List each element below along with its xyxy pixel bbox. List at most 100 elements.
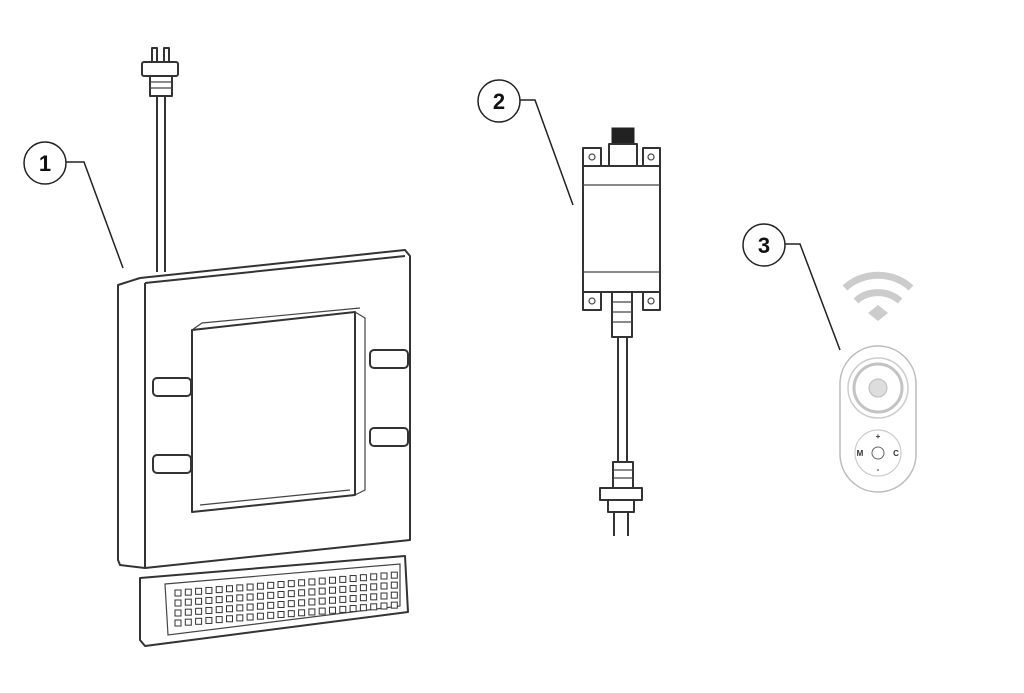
grille-slot — [195, 587, 203, 595]
grille-slot — [329, 606, 336, 614]
grille-slot — [339, 605, 347, 613]
grille-slot — [359, 594, 367, 602]
grille-slot — [184, 588, 192, 596]
grille-slot — [370, 603, 378, 611]
grille-slot — [308, 588, 316, 596]
grille-slot — [277, 581, 285, 588]
grille-slot — [246, 613, 254, 621]
grille-slot — [174, 599, 182, 607]
remote-mode-key[interactable]: M — [857, 449, 864, 458]
grille-slot — [205, 616, 213, 624]
grille-slot — [215, 606, 223, 614]
callout-3-label: 3 — [758, 233, 770, 258]
grille-slot — [318, 607, 326, 615]
grille-slot — [318, 597, 326, 605]
grille-slot — [174, 609, 182, 617]
callout-2-label: 2 — [493, 89, 505, 114]
grille-slot — [287, 600, 295, 608]
grille-slot — [184, 608, 192, 616]
grille-slot — [287, 610, 295, 618]
grille-slot — [359, 584, 367, 592]
grille-slot — [267, 581, 275, 589]
callout-1: 1 — [23, 141, 124, 269]
grille-slot — [298, 599, 306, 607]
remote-plus-key[interactable]: + — [876, 432, 881, 441]
grille-slot — [359, 604, 367, 612]
power-adapter — [582, 127, 661, 536]
grille-slot — [236, 594, 244, 602]
grille-slot — [226, 585, 233, 593]
grille-slot — [329, 596, 336, 604]
grille-slot — [390, 601, 398, 609]
grille-slot — [339, 575, 347, 583]
grille-slot — [339, 585, 347, 593]
grille-slot — [329, 586, 336, 594]
grille-slot — [256, 612, 264, 620]
grille-slot — [215, 596, 223, 604]
grille-slot — [184, 598, 192, 606]
grille-slot — [236, 604, 244, 612]
grille-slot — [246, 603, 254, 611]
wall-frame-unit — [117, 47, 411, 647]
grille-slot — [256, 592, 264, 600]
remote-color-key[interactable]: C — [893, 449, 899, 458]
callout-3: 3 — [742, 223, 841, 351]
frame-cable-plug — [141, 47, 179, 272]
grille-slot — [226, 605, 233, 613]
grille-slot — [339, 595, 347, 603]
grille-slot — [205, 586, 213, 594]
wireless-signal-icon — [842, 271, 914, 321]
grille-slot — [370, 573, 378, 581]
grille-slot — [205, 596, 213, 604]
mounting-clips — [152, 349, 409, 474]
grille-slot — [246, 593, 254, 601]
grille-slot — [298, 579, 306, 587]
grille-slot — [349, 605, 357, 613]
grille-slot — [359, 574, 367, 582]
grille-slot — [308, 578, 316, 586]
grille-slot — [370, 583, 378, 591]
grille-slot — [298, 609, 306, 617]
grille-slot — [174, 619, 182, 627]
remote-control: + - M C — [839, 271, 917, 493]
grille-slot — [195, 607, 203, 615]
grille-slot — [380, 582, 388, 590]
grille-slot — [329, 576, 336, 584]
grille-slot — [195, 617, 203, 625]
grille-slot — [267, 601, 275, 609]
grille-slot — [390, 571, 398, 579]
grille-slot — [390, 591, 398, 599]
grille-slot — [256, 602, 264, 610]
grille-slot — [256, 582, 264, 590]
grille-slot — [277, 591, 285, 598]
grille-slot — [298, 589, 306, 597]
grille-slot — [184, 618, 192, 626]
grille-slot — [195, 597, 203, 605]
grille-slot — [349, 595, 357, 603]
grille-slot — [215, 586, 223, 594]
remote-minus-key[interactable]: - — [877, 465, 880, 474]
grille-slot — [308, 608, 316, 616]
grille-slot — [349, 585, 357, 593]
grille-slot — [267, 591, 275, 599]
callout-1-label: 1 — [39, 151, 51, 176]
grille-slot — [380, 572, 388, 580]
grille-slot — [287, 590, 295, 598]
grille-slot — [287, 580, 295, 588]
grille-slot — [277, 601, 285, 608]
grille-slot — [205, 606, 213, 614]
grille-slot — [236, 584, 244, 592]
grille-slot — [318, 577, 326, 585]
grille-slot — [370, 593, 378, 601]
grille-slot — [174, 589, 182, 597]
grille-slot — [267, 611, 275, 619]
grille-slot — [318, 587, 326, 595]
grille-slot — [390, 581, 398, 589]
grille-slot — [215, 616, 223, 624]
grille-slot — [380, 602, 388, 610]
ventilation-grille — [139, 555, 409, 647]
grille-slot — [308, 598, 316, 606]
grille-slot — [236, 614, 244, 622]
grille-slot — [349, 575, 357, 583]
